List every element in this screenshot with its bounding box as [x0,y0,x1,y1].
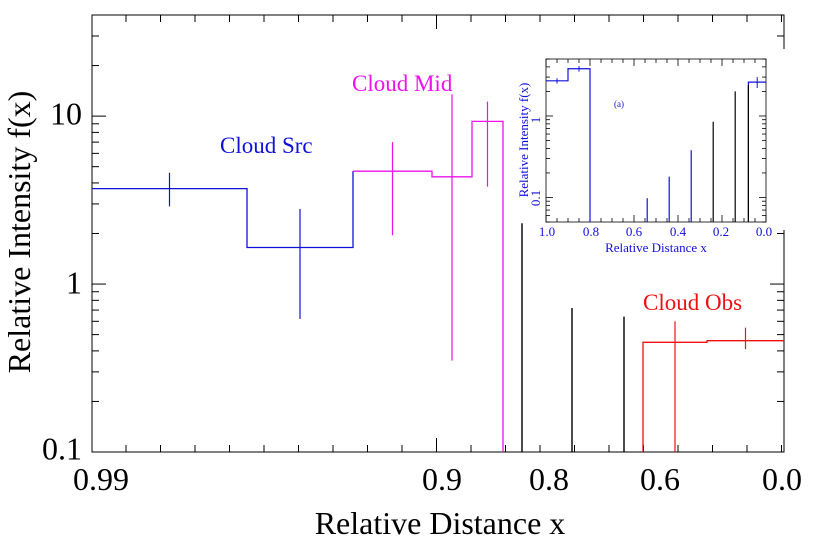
inset-marks [546,66,766,222]
inset-ticks [545,58,767,223]
inset-x-axis-label: Relative Distance x [605,240,707,255]
inset-y-axis-label: Relative Intensity f(x) [516,83,531,198]
series-step-line-3 [642,340,784,452]
series-label-cloud-obs: Cloud Obs [643,290,742,315]
y-tick-label-0: 0.1 [42,430,82,466]
y-tick-label-1: 1 [66,264,82,300]
inset-x-tick-label-0: 1.0 [539,224,555,239]
inset-y-tick-label-1: 1 [528,117,543,124]
inset-x-tick-label-5: 0.0 [756,224,772,239]
inset-background [523,49,785,230]
y-tick-label-2: 10 [50,95,82,131]
inset-x-tick-label-3: 0.4 [670,224,687,239]
series-label-cloud-src: Cloud Src [220,133,313,158]
main-marks [92,94,784,452]
x-tick-label-4: 0.0 [762,461,802,497]
y-axis-label: Relative Intensity f(x) [1,91,37,374]
series-step-line-1 [353,120,504,452]
x-tick-label-2: 0.8 [529,461,569,497]
inset-x-tick-label-1: 0.8 [583,224,599,239]
inset-x-tick-label-4: 0.2 [713,224,729,239]
inset-x-tick-label-2: 0.6 [626,224,643,239]
inset-y-tick-label-0: 0.1 [528,190,543,206]
series-step-line-0 [92,171,354,249]
x-axis-label: Relative Distance x [315,505,566,541]
inset-step-line [546,68,591,222]
inset-title: (a) [614,99,624,109]
x-tick-label-3: 0.6 [640,461,680,497]
series-label-cloud-mid: Cloud Mid [352,71,453,96]
x-tick-label-0: 0.99 [73,461,129,497]
x-tick-label-1: 0.9 [422,461,462,497]
